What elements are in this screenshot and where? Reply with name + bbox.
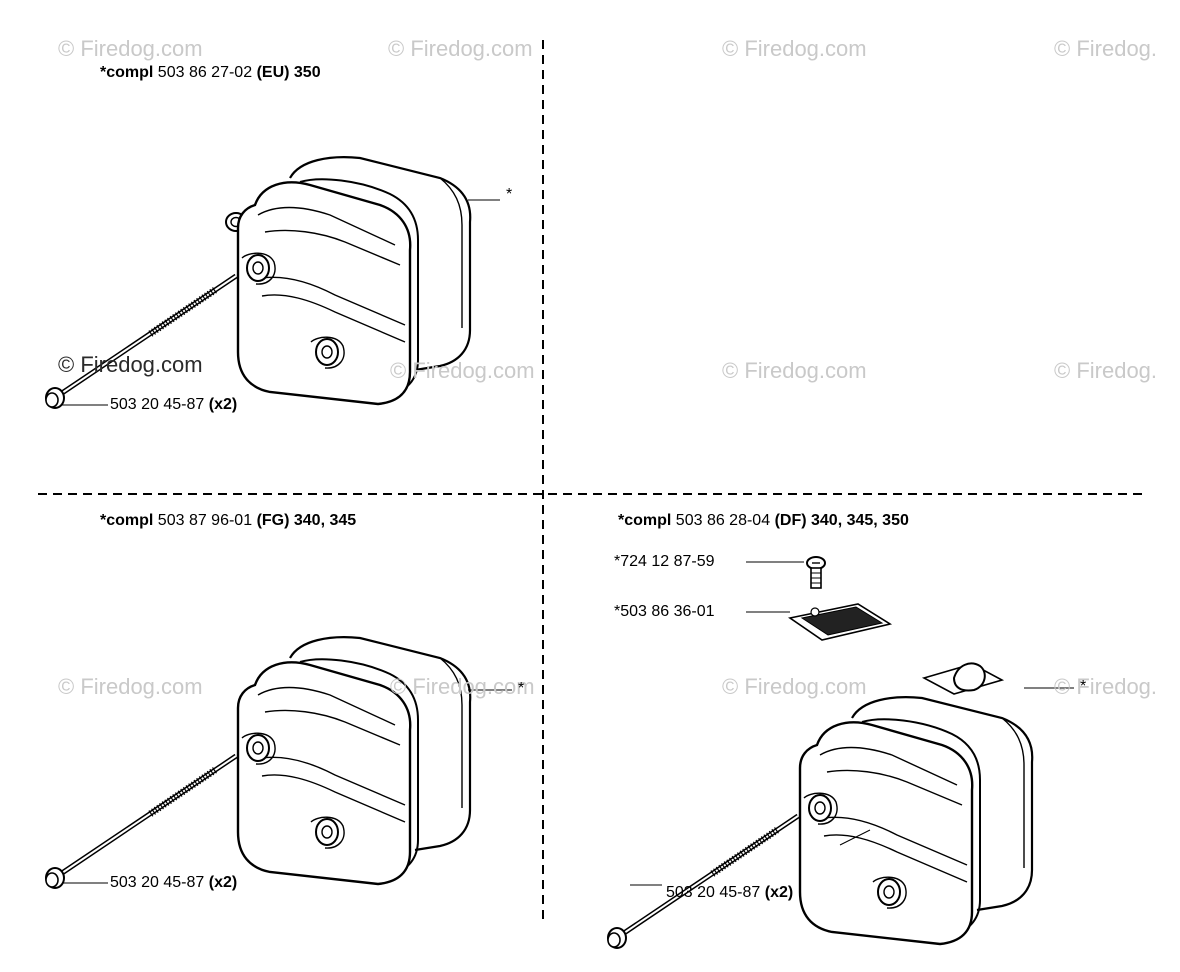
watermark: © Firedog.com (390, 358, 535, 383)
assembly-star-label: * (518, 680, 525, 697)
screen-drawing (746, 603, 893, 641)
watermark: © Firedog.com (390, 674, 535, 699)
muffler-drawing-top-left (46, 157, 500, 408)
assembly-star-label: * (1080, 678, 1087, 695)
watermark: © Firedog.com (388, 36, 533, 61)
watermark: © Firedog. (1054, 674, 1158, 699)
panel-title-top-left: *compl 503 86 27-02 (EU) 350 (100, 64, 321, 81)
watermark: © Firedog.com (58, 674, 203, 699)
watermark: © Firedog.com (58, 352, 203, 377)
screen-part-label: *503 86 36-01 (614, 603, 715, 620)
watermark: © Firedog. (1054, 358, 1158, 383)
panel-title-bottom-left: *compl 503 87 96-01 (FG) 340, 345 (100, 512, 357, 529)
watermark: © Firedog.com (722, 36, 867, 61)
watermark: © Firedog. (1054, 36, 1158, 61)
panel-title-bottom-right: *compl 503 86 28-04 (DF) 340, 345, 350 (618, 512, 909, 529)
bolt-part-label: 503 20 45-87 (x2) (110, 396, 238, 413)
watermark: © Firedog.com (722, 674, 867, 699)
watermark: © Firedog.com (722, 358, 867, 383)
screw-part-label: *724 12 87-59 (614, 553, 715, 570)
bolt-part-label: 503 20 45-87 (x2) (666, 884, 794, 901)
bolt-part-label: 503 20 45-87 (x2) (110, 874, 238, 891)
watermark: © Firedog.com (58, 36, 203, 61)
muffler-drawing-bottom-left (46, 637, 512, 888)
muffler-drawing-bottom-right (608, 662, 1074, 948)
assembly-star-label: * (506, 186, 513, 203)
screw-drawing (746, 556, 826, 589)
